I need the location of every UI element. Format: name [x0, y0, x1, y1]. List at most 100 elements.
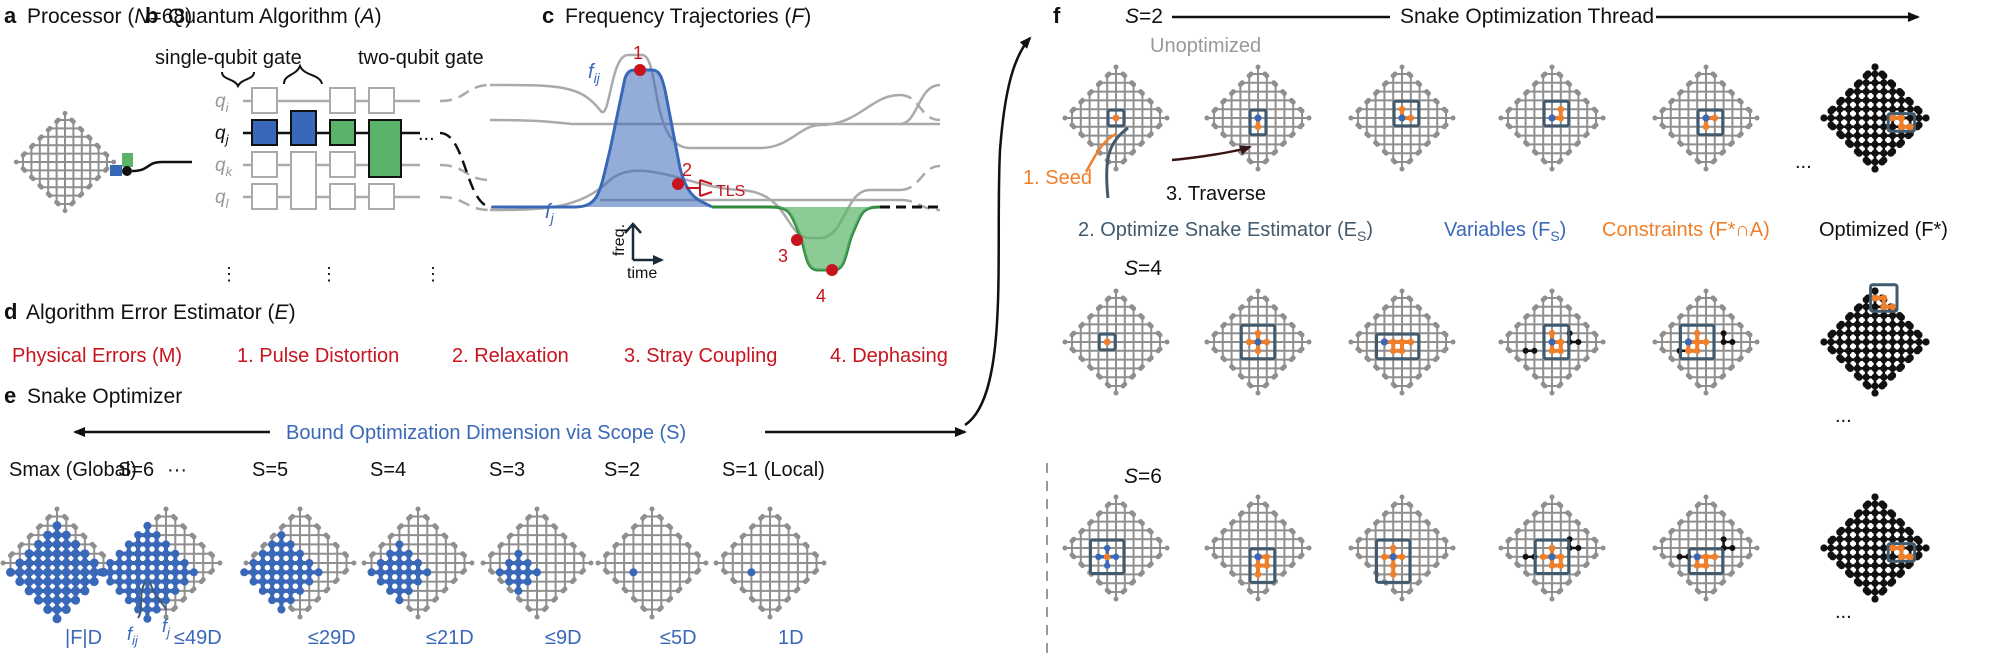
gate-box	[329, 87, 356, 114]
qubit-label-qk: qk	[215, 155, 234, 179]
traverse-arrow	[1171, 145, 1252, 162]
scope-label: S=5	[252, 459, 288, 481]
two-gate-brace	[283, 63, 323, 85]
point-3	[791, 234, 803, 246]
gate-box	[368, 87, 395, 114]
gate-box	[329, 183, 356, 210]
scope-dimension: ≤29D	[308, 627, 356, 649]
error-dephasing: 4. Dephasing	[830, 345, 948, 367]
legend-variables: Variables (FS)	[1444, 219, 1566, 244]
scope-dimension: ≤9D	[545, 627, 582, 649]
scope-dimension: ≤5D	[660, 627, 697, 649]
scope-fij-label: fij	[127, 624, 139, 648]
error-stray-coupling: 3. Stray Coupling	[624, 345, 777, 367]
estimator-pointer	[1105, 126, 1129, 199]
optimization-grid	[1652, 288, 1760, 396]
two-qubit-gate-green	[368, 119, 402, 178]
panel-f: f S=2 Snake Optimization Thread Unoptimi…	[1023, 3, 1948, 623]
fj-pointer	[149, 581, 167, 611]
row-label-s2: S=2	[1125, 5, 1163, 28]
fij-pointer	[137, 581, 146, 619]
tls-symbol	[686, 179, 713, 197]
two-qubit-gate-blue	[290, 110, 317, 146]
scope-dimension: 1D	[778, 627, 804, 649]
row1-ellipsis: ...	[1795, 151, 1812, 173]
single-qubit-gate-label: single-qubit gate	[155, 47, 302, 69]
single-qubit-gate	[251, 119, 278, 146]
scope-dimension: ≤21D	[426, 627, 474, 649]
optimization-grid	[1062, 288, 1170, 396]
processor-grid	[13, 110, 117, 214]
fj-label: fj	[545, 201, 555, 226]
scope-label: S=2	[604, 459, 640, 481]
panel-c-title: Frequency Trajectories (F)	[565, 5, 811, 28]
seed-label: 1. Seed	[1023, 167, 1092, 189]
point-1-label: 1	[633, 43, 643, 63]
seed-pointer	[1084, 132, 1117, 173]
optimization-grid	[1820, 63, 1930, 173]
scope-grid	[0, 506, 114, 624]
scope-ellipsis: ···	[167, 459, 187, 481]
tls-label: TLS	[716, 183, 745, 200]
panel-c-letter: c	[542, 3, 554, 28]
gray-trajectories	[489, 53, 941, 240]
fij-label: fij	[588, 61, 601, 86]
optimization-grid	[1652, 64, 1760, 172]
panel-f-letter: f	[1053, 3, 1061, 28]
legend-optimized: Optimized (F*)	[1819, 219, 1948, 241]
scope-label: S=6	[118, 459, 154, 481]
scope-dimension: |F|D	[65, 627, 102, 649]
optimization-grid	[1204, 64, 1312, 172]
unoptimized-label: Unoptimized	[1150, 35, 1261, 57]
panel-d: d Algorithm Error Estimator (E) Physical…	[4, 299, 948, 367]
panel-b-letter: b	[145, 3, 158, 28]
fij-area	[575, 70, 712, 207]
scope-grids	[0, 506, 827, 624]
vertical-ellipsis: ⋮	[424, 264, 442, 284]
optimization-grid	[1204, 288, 1312, 396]
optimization-grid	[1498, 288, 1606, 396]
panel-e-title: Snake Optimizer	[27, 385, 182, 408]
panel-d-letter: d	[4, 299, 17, 324]
point-2-label: 2	[682, 160, 692, 180]
circuit-gates	[251, 87, 402, 210]
scope-arrow-label: Bound Optimization Dimension via Scope (…	[286, 422, 686, 444]
time-label: time	[627, 265, 657, 282]
legend-estimator: 2. Optimize Snake Estimator (ES)	[1078, 219, 1373, 244]
qubit-label-qi: qi	[215, 91, 230, 115]
gate-box	[290, 151, 317, 210]
gate-box	[329, 151, 356, 178]
thread-title: Snake Optimization Thread	[1400, 5, 1654, 28]
panel-e-letter: e	[4, 383, 16, 408]
row-label-s4: S=4	[1124, 257, 1162, 280]
row2-ellipsis: ...	[1835, 405, 1852, 427]
gate-box	[251, 183, 278, 210]
optimization-grid	[1498, 494, 1606, 602]
scope-grid	[361, 506, 475, 620]
scope-label: S=3	[489, 459, 525, 481]
point-2	[672, 178, 684, 190]
scope-fj-label: fj	[162, 616, 171, 640]
scope-labels: Smax (Global)|F|DS=6≤49DS=5≤29DS=4≤21DS=…	[9, 459, 825, 649]
point-4	[826, 264, 838, 276]
point-1	[634, 64, 646, 76]
optimization-grid	[1348, 288, 1456, 396]
gate-box	[251, 87, 278, 114]
optimization-grid	[1062, 494, 1170, 602]
optimization-grid	[1652, 494, 1760, 602]
freq-label: freq.	[611, 224, 628, 256]
optimization-grid	[1062, 64, 1170, 172]
optimization-grid	[1820, 283, 1930, 397]
scope-grid	[713, 506, 827, 620]
panel-a-title: Processor (N=68)	[27, 5, 192, 28]
two-qubit-gate-label: two-qubit gate	[358, 47, 484, 69]
single-gate-brace	[221, 71, 255, 89]
freq-axis-arrow	[624, 222, 642, 260]
vertical-ellipsis: ⋮	[320, 264, 338, 284]
scope-label: S=1 (Local)	[722, 459, 825, 481]
panel-b-title: Quantum Algorithm (A)	[168, 5, 382, 28]
panel-e: e Snake Optimizer Bound Optimization Dim…	[0, 383, 967, 649]
row-label-s6: S=6	[1124, 465, 1162, 488]
row3-ellipsis: ...	[1835, 601, 1852, 623]
optimization-grid	[1348, 64, 1456, 172]
